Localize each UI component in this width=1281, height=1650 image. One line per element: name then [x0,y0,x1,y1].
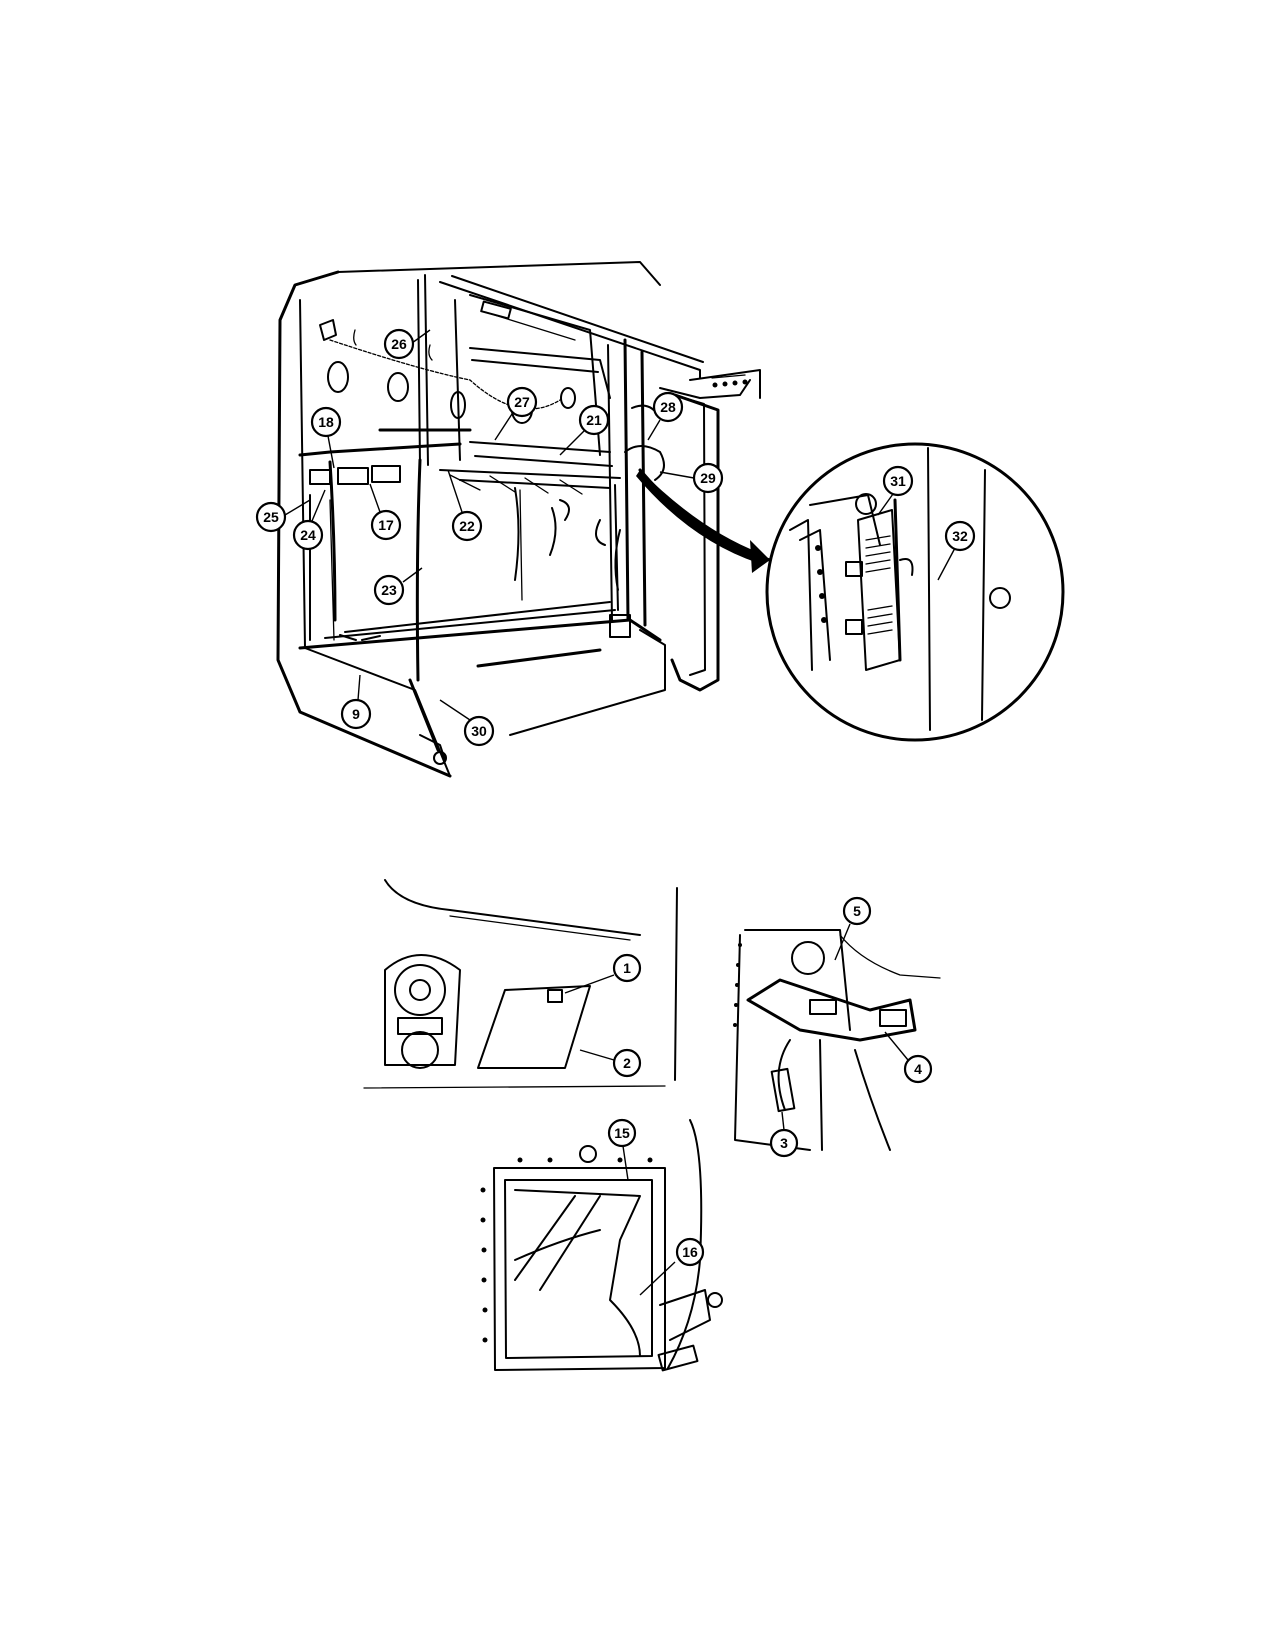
callout-5: 5 [834,896,872,961]
callout-26: 26 [383,328,431,360]
callout-28: 28 [647,391,684,441]
callout-23-label: 23 [381,582,397,598]
callout-9-label: 9 [352,706,360,722]
callout-21: 21 [559,404,610,456]
callout-29-label: 29 [700,470,716,486]
callout-24-label: 24 [300,527,316,543]
callout-15: 15 [607,1118,637,1181]
callout-31-label: 31 [890,473,906,489]
callout-27: 27 [494,386,538,441]
callout-5-label: 5 [853,903,861,919]
callout-26-label: 26 [391,336,407,352]
callout-17: 17 [369,483,402,541]
callout-25-label: 25 [263,509,279,525]
opened-panel-view [733,929,941,1151]
callout-30: 30 [439,699,495,747]
callout-1-label: 1 [623,960,631,976]
access-panel-view [363,879,678,1089]
callout-4-label: 4 [914,1061,922,1077]
callouts: 26 27 21 28 29 18 25 [255,328,976,1296]
callout-31: 31 [877,465,914,516]
hinge-detail-view [765,442,1065,742]
callout-27-label: 27 [514,394,530,410]
callout-16-label: 16 [682,1244,698,1260]
callout-3: 3 [769,1111,799,1158]
callout-18: 18 [310,406,342,469]
callout-4: 4 [884,1031,933,1084]
callout-17-label: 17 [378,517,394,533]
callout-1: 1 [564,953,642,994]
callout-32: 32 [937,520,976,581]
callout-25: 25 [255,499,311,533]
callout-28-label: 28 [660,399,676,415]
callout-32-label: 32 [952,528,968,544]
callout-3-label: 3 [780,1135,788,1151]
callout-24: 24 [292,489,326,551]
callout-29: 29 [659,462,724,494]
callout-21-label: 21 [586,412,602,428]
cab-interior-view [276,261,761,778]
callout-9: 9 [340,674,372,730]
callout-2: 2 [579,1048,642,1078]
callout-22: 22 [447,469,483,542]
callout-22-label: 22 [459,518,475,534]
callout-16: 16 [639,1237,705,1296]
callout-15-label: 15 [614,1125,630,1141]
detail-arrow [636,468,772,573]
callout-30-label: 30 [471,723,487,739]
callout-2-label: 2 [623,1055,631,1071]
callout-18-label: 18 [318,414,334,430]
callout-23: 23 [373,567,423,606]
